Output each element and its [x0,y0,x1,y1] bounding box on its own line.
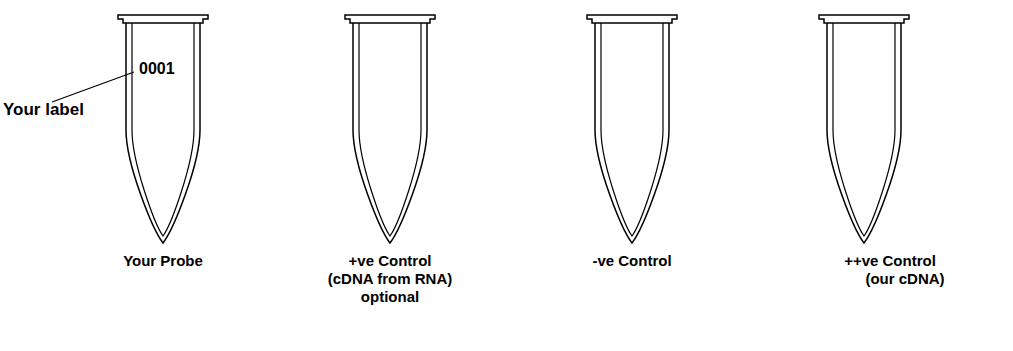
tube-caption: optional [361,288,419,305]
tube-caption: -ve Control [592,252,671,269]
tube [819,15,909,243]
tube [587,15,677,243]
tube-caption: ++ve Control [844,252,936,269]
tube-caption: Your Probe [123,252,203,269]
leader-line [52,72,134,102]
tube-caption: (our cDNA) [865,270,944,287]
tube-caption: +ve Control [349,252,432,269]
tube [118,15,208,243]
tube-caption: (cDNA from RNA) [328,270,452,287]
callout-label: Your label [3,100,84,120]
tube-label: 0001 [139,60,175,78]
tube [345,15,435,243]
